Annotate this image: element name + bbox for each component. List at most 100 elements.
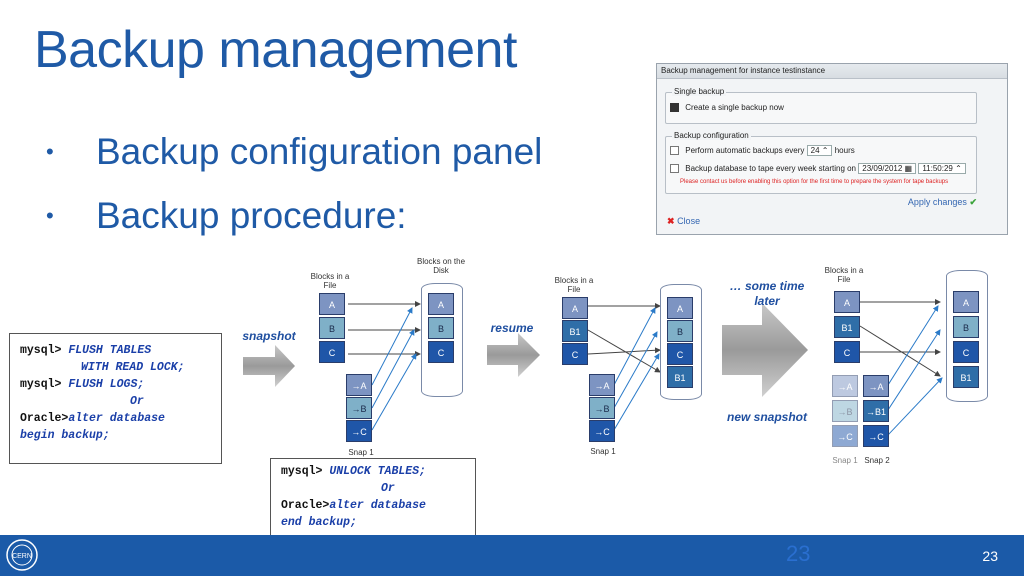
tape-date-field[interactable]: 23/09/2012 ▦ — [858, 163, 917, 174]
snap-block-c: →C — [346, 420, 372, 442]
tape-note: Please contact us before enabling this o… — [680, 179, 949, 185]
snap-block-b: →B — [346, 397, 372, 419]
page-number: 23 — [982, 548, 998, 564]
bullet-item: • Backup procedure: — [46, 184, 542, 248]
snapshot-arrow-icon — [243, 345, 295, 387]
later-arrow-icon — [722, 303, 808, 397]
snap1-label: Snap 1 — [832, 456, 858, 465]
code-prompt: Oracle> — [20, 412, 69, 425]
disk-block-b: B — [428, 317, 454, 339]
block-b: B — [319, 317, 345, 339]
auto-backup-label: Perform automatic backups every — [685, 146, 805, 155]
hours-stepper[interactable]: 24 ⌃ — [806, 145, 833, 156]
tape-backup-checkbox[interactable] — [670, 164, 679, 174]
bullet-list: • Backup configuration panel • Backup pr… — [46, 120, 542, 248]
close-label: Close — [677, 216, 701, 226]
code-prompt: Oracle> — [281, 499, 330, 512]
snap-block-a: →A — [589, 374, 615, 396]
slide-title: Backup management — [34, 21, 517, 79]
snapshot-label: snapshot — [242, 329, 296, 343]
code-box-begin: mysql> FLUSH TABLES WITH READ LOCK; mysq… — [9, 333, 222, 464]
tape-date-value: 23/09/2012 — [862, 164, 903, 173]
backup-dialog: Backup management for instance testinsta… — [656, 63, 1008, 235]
create-backup-label: Create a single backup now — [685, 103, 784, 112]
create-backup-button[interactable]: Create a single backup now — [670, 103, 784, 113]
single-backup-fieldset: Single backup Create a single backup now — [665, 87, 977, 124]
code-command: begin backup; — [20, 429, 110, 442]
code-command: WITH READ LOCK; — [81, 361, 185, 374]
close-icon: ✖ — [667, 216, 675, 226]
block-a: A — [562, 297, 588, 319]
code-prompt: mysql> — [281, 465, 323, 478]
disk-block-b1: B1 — [953, 366, 979, 388]
close-button[interactable]: ✖ Close — [667, 216, 700, 227]
block-c: C — [319, 341, 345, 363]
footer-bar: CERN 23 23 — [0, 535, 1024, 576]
page-number-ghost: 23 — [786, 541, 811, 566]
hours-label: hours — [834, 146, 855, 155]
tape-time-field[interactable]: 11:50:29 ⌃ — [918, 163, 966, 174]
floppy-disk-icon — [670, 103, 679, 113]
disk-block-b: B — [667, 320, 693, 342]
backup-config-fieldset: Backup configuration Perform automatic b… — [665, 131, 977, 194]
disk-block-a: A — [428, 293, 454, 315]
snap-block-c: →C — [589, 420, 615, 442]
apply-label: Apply changes — [907, 197, 967, 207]
blocks-in-file-label: Blocks in a File — [554, 276, 594, 294]
snap-block-a: →A — [346, 374, 372, 396]
apply-changes-button[interactable]: Apply changes ✔ — [908, 197, 977, 208]
bullet-dot-icon: • — [46, 139, 54, 164]
block-a: A — [319, 293, 345, 315]
svg-text:CERN: CERN — [12, 553, 32, 560]
dialog-title: Backup management for instance testinsta… — [657, 64, 1007, 79]
block-b1: B1 — [562, 320, 588, 342]
block-c: C — [834, 341, 860, 363]
resume-label: resume — [490, 321, 534, 335]
snap1-label: Snap 1 — [590, 447, 616, 456]
disk-block-c: C — [667, 343, 693, 365]
backup-config-legend: Backup configuration — [672, 131, 751, 140]
snap1-block-a: →A — [832, 375, 858, 397]
snap1-block-c: →C — [832, 425, 858, 447]
blocks-in-file-label: Blocks in a File — [310, 272, 350, 290]
code-prompt: mysql> — [20, 378, 62, 391]
snap1-block-b: →B — [832, 400, 858, 422]
new-snapshot-label: new snapshot — [726, 410, 807, 424]
snap2-block-b1: →B1 — [863, 400, 889, 422]
disk-block-c: C — [428, 341, 454, 363]
tape-time-value: 11:50:29 — [922, 164, 953, 173]
blocks-in-file-label: Blocks in a File — [824, 266, 864, 284]
auto-backup-checkbox[interactable] — [670, 146, 679, 156]
disk-block-c: C — [953, 341, 979, 363]
snap2-block-a: →A — [863, 375, 889, 397]
some-time-later-label: … some time later — [729, 279, 805, 308]
blocks-on-disk-label: Blocks on the Disk — [416, 257, 466, 275]
block-c: C — [562, 343, 588, 365]
resume-arrow-icon — [487, 333, 540, 377]
snap1-label: Snap 1 — [348, 448, 374, 457]
code-prompt: mysql> — [20, 344, 62, 357]
code-or: Or — [381, 482, 395, 495]
bullet-text: Backup configuration panel — [96, 131, 543, 172]
code-command: end backup; — [281, 516, 357, 529]
snap2-block-c: →C — [863, 425, 889, 447]
disk-block-a: A — [953, 291, 979, 313]
disk-block-b1: B1 — [667, 366, 693, 388]
hours-value: 24 — [810, 146, 820, 155]
bullet-text: Backup procedure: — [96, 195, 407, 236]
bullet-dot-icon: • — [46, 203, 54, 228]
tape-backup-row: Backup database to tape every week start… — [670, 163, 966, 174]
bullet-item: • Backup configuration panel — [46, 120, 542, 184]
code-command: FLUSH TABLES — [68, 344, 152, 357]
auto-backup-row: Perform automatic backups every 24 ⌃ hou… — [670, 145, 855, 156]
block-b1: B1 — [834, 316, 860, 338]
snap-block-b: →B — [589, 397, 615, 419]
code-or: Or — [130, 395, 144, 408]
snap2-label: Snap 2 — [864, 456, 890, 465]
block-a: A — [834, 291, 860, 313]
cern-logo-icon: CERN — [6, 539, 38, 571]
disk-block-b: B — [953, 316, 979, 338]
tape-backup-label: Backup database to tape every week start… — [685, 164, 857, 173]
disk-block-a: A — [667, 297, 693, 319]
